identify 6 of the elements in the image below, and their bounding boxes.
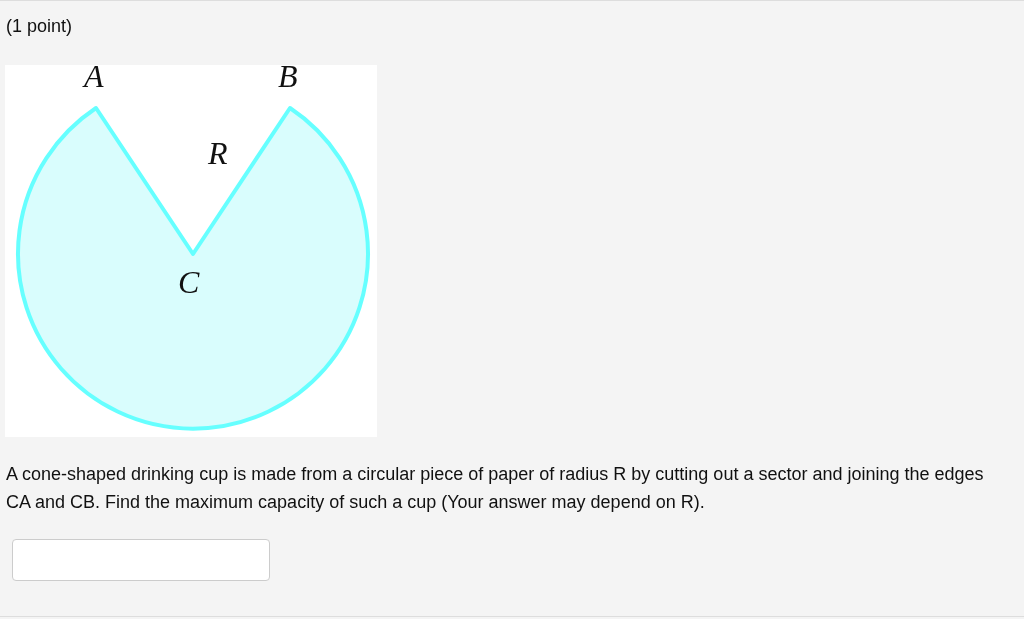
points-text: (1 point) <box>6 16 73 37</box>
point-label: A <box>84 58 104 95</box>
point-label: B <box>278 58 298 95</box>
point-label: C <box>178 264 200 301</box>
radius-label: R <box>208 135 228 172</box>
question-text: A cone-shaped drinking cup is made from a circular piece of paper of radius R by cutting out a sector and joining the edges CA and CB. Find the maximum capacity of such a cup (Your answer may depend on R). <box>6 463 985 514</box>
